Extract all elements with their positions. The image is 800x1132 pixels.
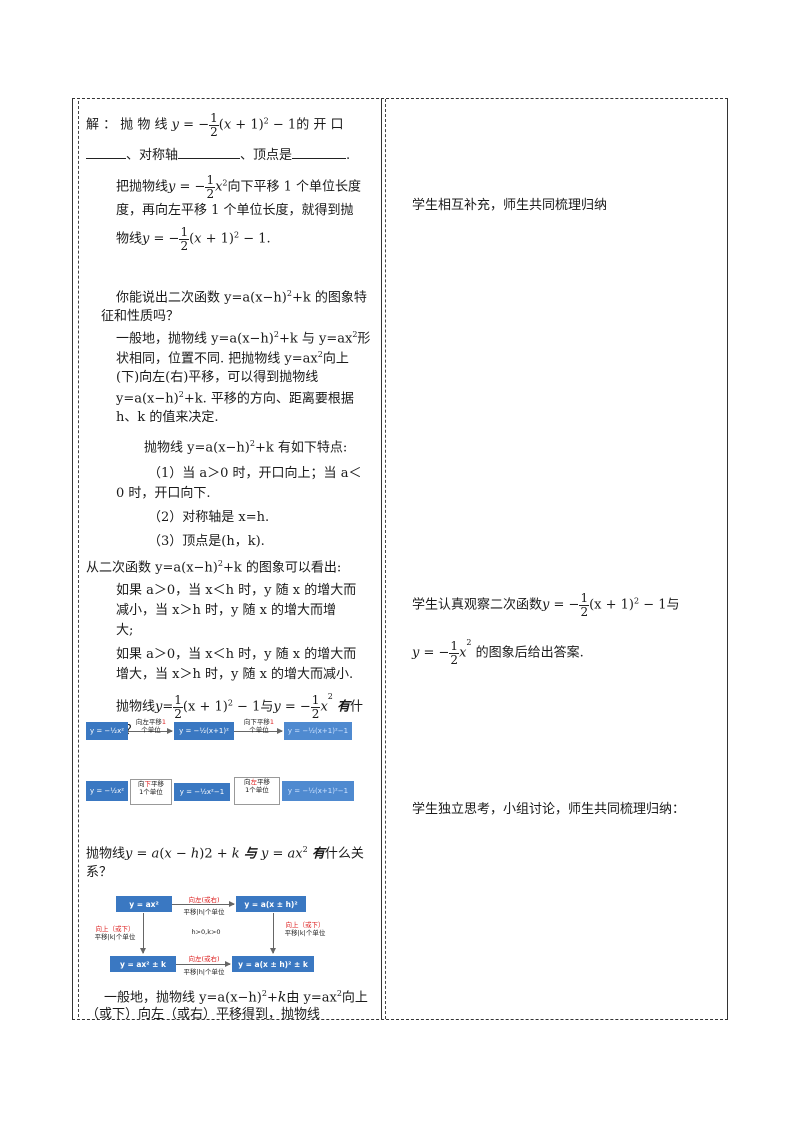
- diag2-box1: y = −½x²: [86, 781, 128, 801]
- diag3-left-label: 向上（或下）平移|k|个单位: [94, 925, 136, 942]
- p10-line3: 大;: [116, 623, 134, 638]
- diag3-arrow-right: [270, 913, 276, 954]
- diag3-arrow-bottom: [176, 961, 231, 967]
- diag3-top-label2: 平移|h|个单位: [183, 908, 225, 916]
- diag3-top-right: y = a(x ± h)²: [236, 896, 306, 912]
- p10-line1: 如果 a＞0，当 x＜h 时，y 随 x 的增大而: [116, 583, 357, 598]
- p6-line2: 0 时，开口向下.: [116, 486, 211, 501]
- p4-line2: 状相同，位置不同. 把抛物线 y=ax2向上: [116, 350, 349, 367]
- diag3-arrow-left: [140, 913, 146, 954]
- column-divider: [381, 99, 382, 1019]
- diag3-bottom-right: y = a(x ± h)² ± k: [232, 956, 314, 972]
- p10-line2: 减小，当 x＞h 时，y 随 x 的增大而增: [116, 603, 337, 618]
- left-dashed-line: [78, 101, 80, 1017]
- diag3-bottom-left: y = ax² ± k: [110, 956, 176, 972]
- diag1-box1: y = −½x²: [86, 722, 128, 740]
- p14-line2: （或下）向左（或右）平移得到，抛物线: [86, 1007, 321, 1022]
- p4-line1: 一般地，抛物线 y=a(x−h)2+k 与 y=ax2形: [116, 330, 371, 347]
- p7: （2）对称轴是 x=h.: [148, 510, 270, 525]
- p3-line2: 征和性质吗？: [101, 309, 180, 324]
- diag3-bottom-label1: 向左(或右): [188, 955, 220, 963]
- diag3-top-left: y = ax²: [116, 896, 172, 912]
- diag3-arrow-top: [172, 901, 235, 907]
- diag2-box2: y = −½x²−1: [174, 783, 230, 801]
- p4-line5: h、k 的值来决定.: [116, 410, 219, 425]
- p11-line1: 如果 a＞0，当 x＜h 时，y 随 x 的增大而: [116, 647, 357, 662]
- p9: 从二次函数 y=a(x−h)2+k 的图象可以看出:: [86, 559, 342, 576]
- diag2-box3: y = −½(x+1)²−1: [282, 781, 354, 801]
- p13-line1: 抛物线y = a(x − h)2 + k 与 y = ax2 有什么关: [86, 845, 364, 862]
- p5: 抛物线 y=a(x−h)2+k 有如下特点:: [144, 439, 348, 456]
- right-note-1: 学生相互补充，师生共同梳理归纳: [412, 198, 608, 213]
- diag1-arrow1: [128, 728, 173, 734]
- diag1-box2: y = −½(x+1)²: [174, 722, 234, 740]
- p8: （3）顶点是(h，k).: [148, 534, 265, 549]
- p11-line2: 增大，当 x＞h 时，y 随 x 的增大而减小.: [116, 667, 354, 682]
- p1-line2: 、对称轴、顶点是.: [86, 146, 350, 162]
- p4-line3: (下)向左(右)平移，可以得到抛物线: [116, 370, 319, 385]
- p6-line1: （1）当 a＞0 时，开口向上；当 a＜: [148, 466, 362, 481]
- p14-line1: 一般地，抛物线 y=a(x−h)2+k由 y=ax2向上: [104, 989, 368, 1006]
- lesson-table: [72, 98, 728, 1020]
- diag3-right-label: 向上（或下）平移|k|个单位: [284, 921, 326, 938]
- column-divider-dashed: [385, 99, 386, 1019]
- p13-line2: 系？: [86, 865, 113, 880]
- right-note-4: 学生独立思考，小组讨论，师生共同梳理归纳：: [412, 802, 686, 817]
- diag1-box3: y = −½(x+1)²−1: [284, 722, 352, 740]
- diag3-mid-label: h>0,k>0: [191, 928, 221, 936]
- diag3-top-label1: 向左(或右): [188, 896, 220, 904]
- p3-line1: 你能说出二次函数 y=a(x−h)2+k 的图象特: [116, 289, 367, 306]
- p2-line2: 度，再向左平移 1 个单位长度，就得到抛: [116, 203, 354, 218]
- diag3-bottom-label2: 平移|h|个单位: [183, 968, 225, 976]
- p4-line4: y=a(x−h)2+k. 平移的方向、距离要根据: [116, 390, 354, 407]
- diag1-arrow2: [234, 728, 283, 734]
